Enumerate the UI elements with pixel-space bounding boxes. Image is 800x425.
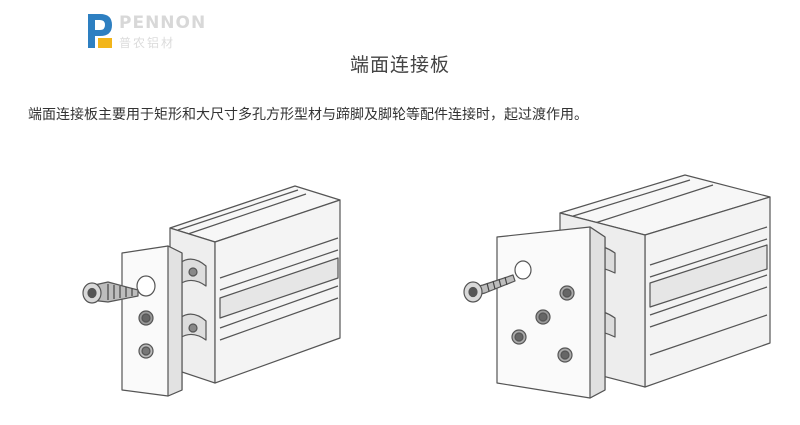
brand-name-cn: 普农铝材 (119, 36, 176, 50)
end-plate-large-figure (455, 165, 790, 415)
end-plate-small-illustration (82, 185, 341, 397)
end-plate-large-illustration (463, 174, 771, 399)
page-title: 端面连接板 (349, 54, 450, 76)
brand-name: PENNON (119, 13, 207, 33)
pennon-logo-icon (88, 14, 112, 48)
intro-paragraph: 端面连接板主要用于矩形和大尺寸多孔方形型材与蹄脚及脚轮等配件连接时，起过渡作用。 (28, 107, 588, 123)
brand-logo: PENNON 普农铝材 (86, 12, 216, 52)
end-plate-small-figure (60, 168, 360, 413)
